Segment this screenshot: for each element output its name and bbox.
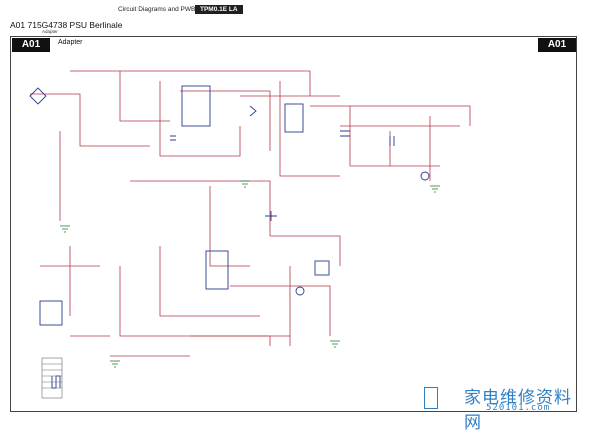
page-subtitle: Adapter <box>42 29 58 34</box>
block-label: Adapter <box>58 39 83 46</box>
watermark-tv-icon <box>424 387 438 409</box>
wire-net <box>30 70 471 357</box>
schematic-drawing <box>29 70 471 399</box>
watermark-url: 520101.com <box>486 403 551 413</box>
connector-block <box>41 357 63 399</box>
page-title: A01 715G4738 PSU Berlinale <box>10 20 123 30</box>
component-symbols <box>29 85 430 389</box>
watermark: 家电维修资料网 520101.com <box>424 383 578 433</box>
block-tag-right: A01 <box>538 38 576 52</box>
schematic-frame <box>10 36 577 412</box>
doc-title: Circuit Diagrams and PWB Layouts <box>118 6 220 13</box>
model-badge: TPM0.1E LA <box>195 5 243 14</box>
ground-symbols <box>60 180 440 368</box>
block-tag-left: A01 <box>12 38 50 52</box>
